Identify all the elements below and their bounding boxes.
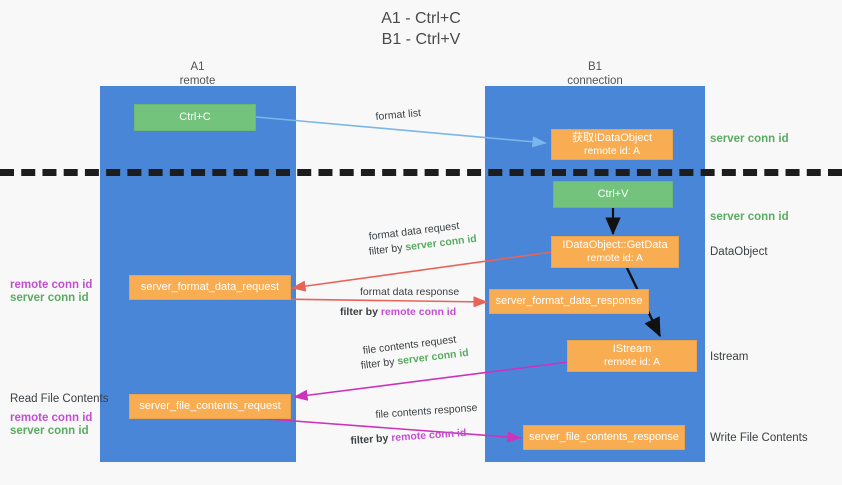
title-line-2: B1 - Ctrl+V [381,31,461,48]
left-label-server-conn-id-1: server conn id [10,292,89,304]
right-label-server-conn-id-2: server conn id [710,211,789,223]
node-file-req-label: server_file_contents_request [139,400,281,412]
right-label-istream: Istream [710,351,749,363]
title-line-1: A1 - Ctrl+C [381,10,461,27]
node-ctrl-c[interactable]: Ctrl+C [134,104,256,131]
lane-b1-sub: connection [567,75,623,87]
node-getdata[interactable]: IDataObject::GetData remote id: A [551,236,679,268]
left-label-server-conn-id-2: server conn id [10,425,89,437]
node-ctrl-c-label: Ctrl+C [179,111,211,123]
node-get-idataobject-line1: 获取IDataObject [571,131,653,144]
diagram-title: A1 - Ctrl+C B1 - Ctrl+V [0,8,842,50]
node-server-format-data-response[interactable]: server_format_data_response [489,289,649,314]
edge-label-format-data-response: format data response [360,286,460,298]
left-label-remote-conn-id-1: remote conn id [10,279,93,291]
lane-a1-sub: remote [179,75,216,87]
lane-b1-name: B1 [587,61,603,73]
right-label-server-conn-id-1: server conn id [710,133,789,145]
node-istream-line2: remote id: A [603,356,661,368]
node-get-idataobject-line2: remote id: A [583,144,641,157]
node-getdata-line1: IDataObject::GetData [562,239,668,251]
right-label-write-file-contents: Write File Contents [710,432,808,444]
node-fmt-resp-label: server_format_data_response [495,295,643,307]
node-server-file-contents-response[interactable]: server_file_contents_response [523,425,685,450]
lane-header-b1: B1 connection [485,60,705,88]
right-label-dataobject: DataObject [710,246,768,258]
node-get-idataobject[interactable]: 获取IDataObject remote id: A [551,129,673,160]
node-file-resp-label: server_file_contents_response [529,431,679,443]
edge-label-file-contents-response: file contents response [375,401,478,421]
node-server-file-contents-request[interactable]: server_file_contents_request [129,394,291,419]
node-istream-line1: IStream [612,343,652,355]
node-istream[interactable]: IStream remote id: A [567,340,697,372]
node-ctrl-v-label: Ctrl+V [597,188,629,200]
edge-label-format-data-response-filter: filter by remote conn id [340,306,457,318]
edge-label-file-contents-response-filter: filter by remote conn id [350,426,467,447]
left-label-read-file-contents: Read File Contents [10,393,109,405]
lane-a1-name: A1 [190,61,205,73]
edge-label-format-list: format list [375,107,422,123]
node-getdata-line2: remote id: A [586,252,644,264]
node-fmt-req-label: server_format_data_request [140,281,280,293]
node-ctrl-v[interactable]: Ctrl+V [553,181,673,208]
left-label-remote-conn-id-2: remote conn id [10,412,93,424]
node-server-format-data-request[interactable]: server_format_data_request [129,275,291,300]
lane-header-a1: A1 remote [100,60,295,88]
dashed-divider [0,169,842,176]
